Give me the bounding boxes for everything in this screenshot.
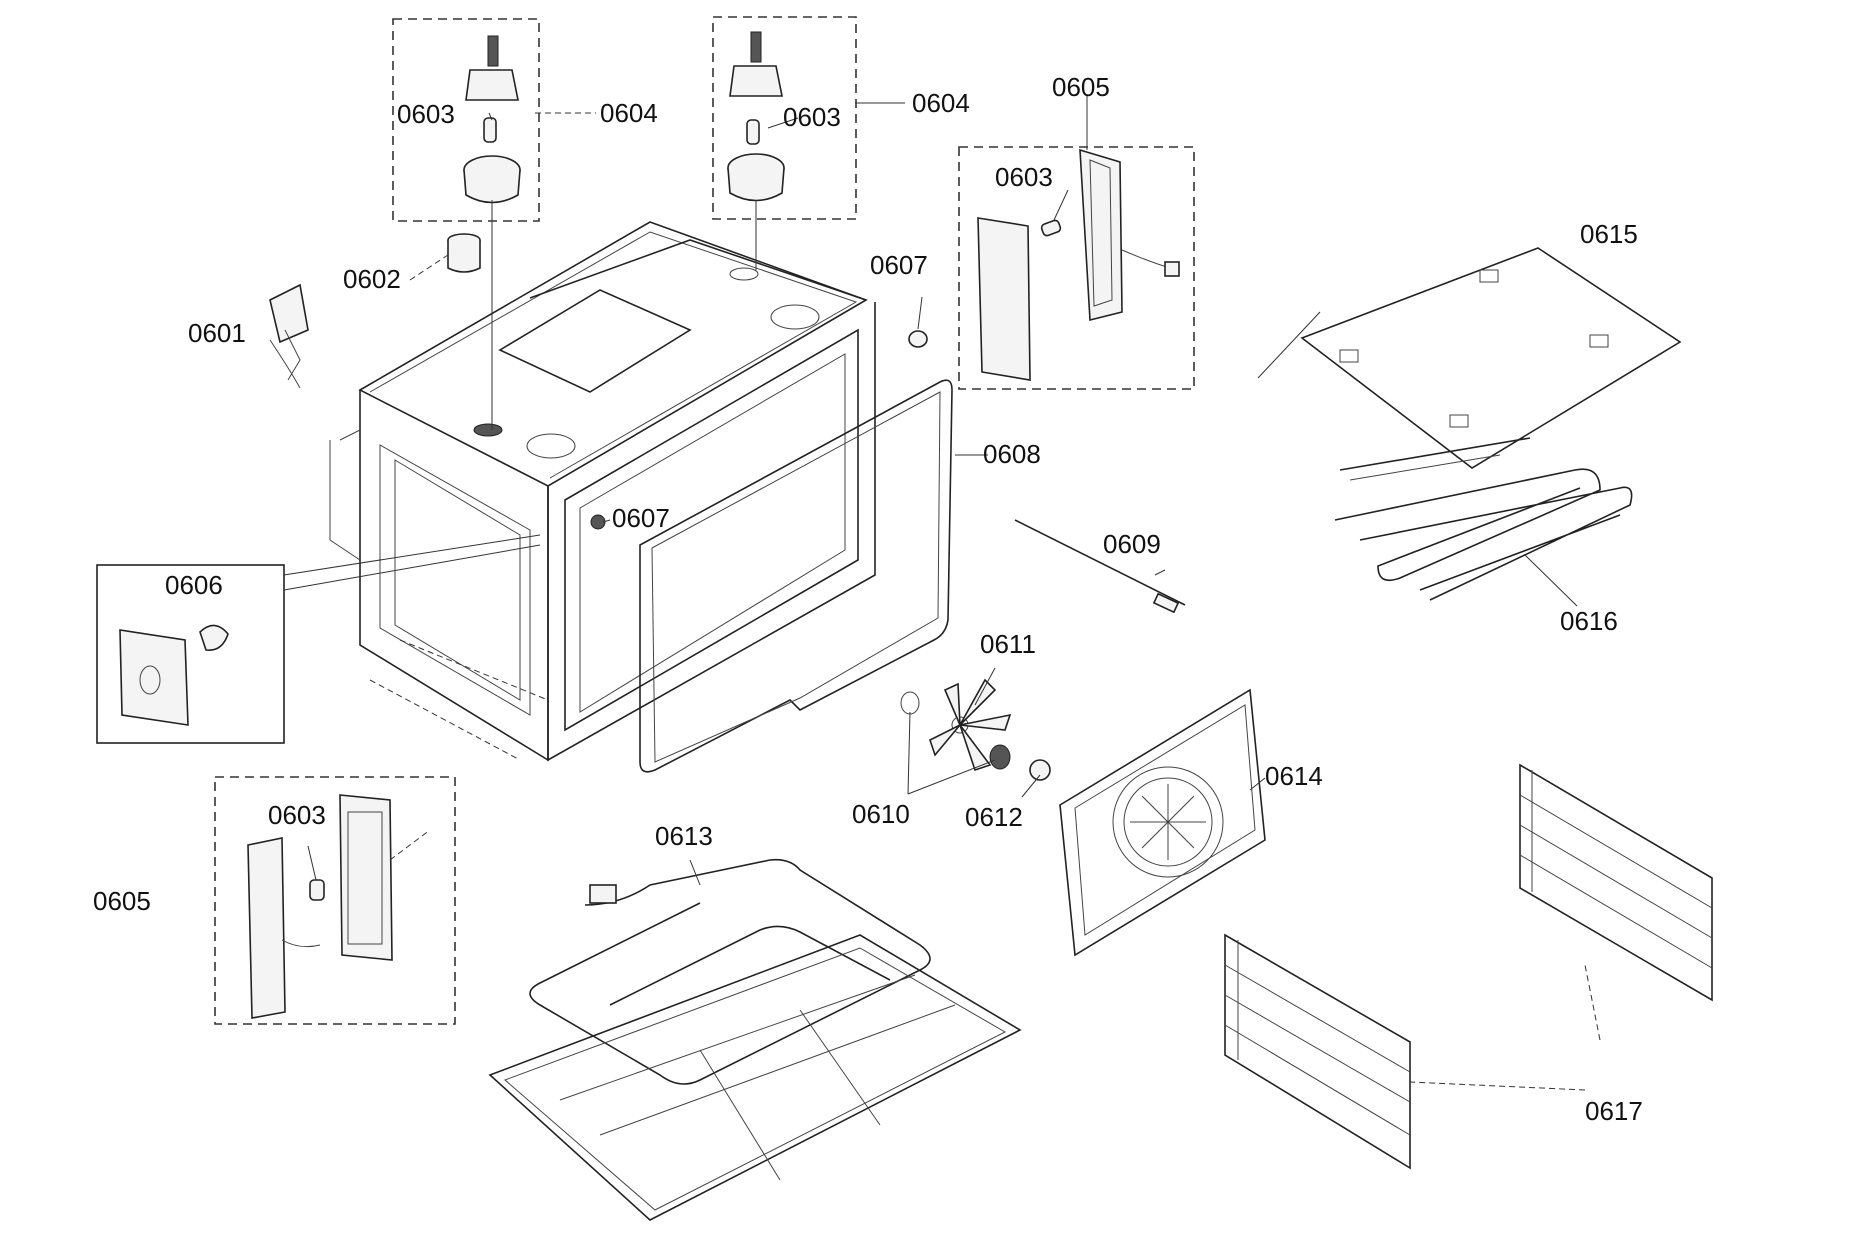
broil-element-0616 [1334,437,1633,601]
label-0605-top: 0605 [1052,72,1110,102]
label-0602: 0602 [343,264,401,294]
label-0604-b: 0604 [912,88,970,118]
leader-lines [283,96,1601,1091]
oven-rack-right-0617 [1519,763,1713,1002]
connector-0602 [447,233,481,273]
label-0611: 0611 [980,629,1036,659]
convection-motor-0601 [269,283,309,389]
detail-box-0606 [96,564,285,744]
label-0615: 0615 [1580,219,1638,249]
lamp-assembly-right [727,31,785,202]
label-0609: 0609 [1103,529,1161,559]
rear-panel-0614 [1059,688,1266,957]
label-0606: 0606 [165,570,223,600]
door-seal-0608 [639,379,953,773]
oven-cavity [329,221,876,762]
nut-0612 [1029,759,1051,781]
washer-0610 [900,691,920,715]
group-box-0605-top [958,146,1195,390]
oven-rack-left-0617 [1224,933,1411,1170]
label-0604-a: 0604 [600,98,658,128]
group-box-0605-bottom [214,776,456,1025]
lamp-assembly-left [463,35,521,204]
label-0603-c: 0603 [995,162,1053,192]
label-0603-d: 0603 [268,800,326,830]
lamp-housing-top [977,148,1180,381]
temperature-sensor-0609 [1014,519,1186,614]
label-0607-b: 0607 [612,503,670,533]
bottom-tray [488,934,1022,1221]
label-0603-b: 0603 [783,102,841,132]
label-0612: 0612 [965,802,1023,832]
group-box-0604-right [712,16,857,220]
knob-0607-upper [908,330,928,348]
label-0601: 0601 [188,318,246,348]
label-0610: 0610 [852,799,910,829]
label-0608: 0608 [983,439,1041,469]
label-0605-bottom: 0605 [93,886,151,916]
nut-0610 [989,744,1011,770]
label-0614: 0614 [1265,761,1323,791]
label-0603-a: 0603 [397,99,455,129]
label-0607-a: 0607 [870,250,928,280]
lamp-housing-bottom [247,794,393,1019]
top-heat-shield-0615 [1300,247,1682,469]
fan-blade-0611 [929,678,1012,772]
detail-part-0606 [119,624,229,726]
bake-element-0613 [529,858,931,1085]
label-0616: 0616 [1560,606,1618,636]
label-0613: 0613 [655,821,713,851]
label-0617: 0617 [1585,1096,1643,1126]
group-box-0604-left [392,18,540,222]
